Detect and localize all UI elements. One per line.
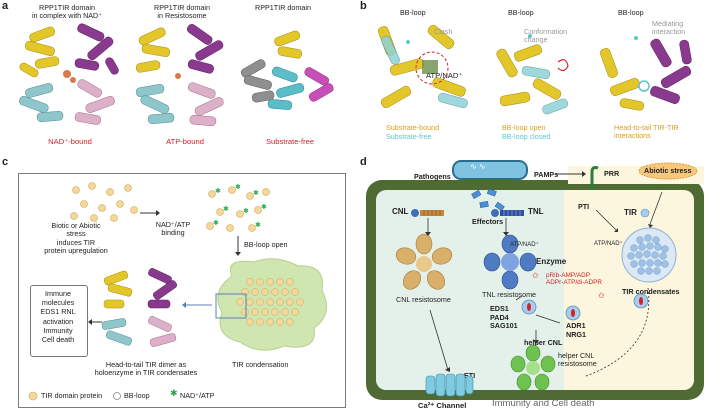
panel-a-title-3: RPP1TIR domain: [243, 4, 323, 12]
panel-a-title-2: RPP1TIR domain in Resistosome: [137, 4, 227, 21]
clash-label: Clash: [434, 28, 452, 36]
stress-text: Biotic or Abiotic stress induces TIR pro…: [32, 222, 120, 256]
nad-binding-text: NAD⁺/ATP binding: [148, 221, 198, 238]
pathogen-bacterium: [452, 160, 528, 180]
legend-tir: TIR domain protein: [41, 392, 102, 400]
nad-bound-structure: [15, 24, 135, 134]
legend-tir-swatch: [28, 391, 38, 401]
svg-text:✱: ✱: [261, 203, 267, 211]
condensation-caption: TIR condensation: [232, 361, 288, 369]
panel-a-state-1: NAD⁺-bound: [25, 138, 115, 146]
dimer-caption: Head-to-tail TIR dimer as holoenzyme in …: [88, 361, 204, 378]
legend-bb-swatch: [112, 391, 122, 401]
bb-open-text: BB-loop open: [244, 241, 288, 249]
bb-loop-title-3: BB-loop: [618, 9, 644, 17]
atp-nad-label-b: ATP/NAD⁺: [426, 72, 462, 80]
panel-c-label: c: [2, 156, 8, 168]
legend-nad: NAD⁺/ATP: [180, 392, 214, 400]
substrate-free-structure: [238, 30, 338, 120]
svg-text:✱: ✱: [255, 221, 261, 229]
mediating-label: Mediating interaction: [652, 20, 685, 37]
legend-bb: BB-loop: [124, 392, 150, 400]
conformation-label: Conformation change: [524, 28, 567, 45]
arrow-2: [234, 236, 242, 256]
abiotic-label: Abiotic stress: [644, 167, 692, 175]
svg-text:✱: ✱: [213, 219, 219, 227]
panel-a-state-2: ATP-bound: [140, 138, 230, 146]
arrow-1: [140, 209, 160, 217]
panel-a-label: a: [2, 0, 8, 12]
pamps-label: PAMPs: [534, 171, 558, 179]
bb-loop-title-1: BB-loop: [400, 9, 426, 17]
svg-text:✱: ✱: [243, 207, 249, 215]
panel-d-label: d: [360, 156, 367, 168]
arrow-4: [88, 318, 102, 326]
bb-loop-title-2: BB-loop: [508, 9, 534, 17]
panel-a-title-1: RPP1TIR domain in complex with NAD⁺: [22, 4, 112, 21]
b-caption-3: Head-to-tail TIR-TIR interactions: [614, 124, 679, 141]
atp-bound-structure: [130, 24, 240, 134]
outcome-text: Immune molecules EDS1 RNL activation Imm…: [31, 289, 85, 344]
prr-label: PRR: [604, 170, 619, 178]
tir-condensation-blob: [214, 256, 334, 356]
bacterium-squiggle: ∿ ∿: [470, 163, 486, 171]
legend-nad-icon: ✱: [170, 389, 178, 397]
svg-text:✱: ✱: [215, 187, 221, 195]
panel-a-state-3: Substrate-free: [245, 138, 335, 146]
tir-nad-bound-scatter: ✱✱✱ ✱✱✱ ✱✱: [204, 184, 274, 234]
panel-b-label: b: [360, 0, 367, 12]
head-to-tail-structure: [594, 28, 704, 123]
svg-text:✱: ✱: [235, 183, 241, 191]
b-caption-2b: BB-loop closed: [502, 133, 550, 141]
tir-proteins-scatter: [70, 182, 140, 222]
tir-dimer-structure: [100, 268, 190, 358]
b-caption-1b: Substrate-free: [386, 133, 432, 141]
pamps-arrow: [556, 170, 586, 178]
ca-channel-label: Ca²⁺ Channel: [418, 402, 466, 410]
svg-text:✱: ✱: [223, 205, 229, 213]
immunity-death-label: Immunity and Cell death: [492, 400, 594, 408]
panel-d-arrows: [366, 180, 704, 400]
svg-text:✱: ✱: [253, 189, 259, 197]
